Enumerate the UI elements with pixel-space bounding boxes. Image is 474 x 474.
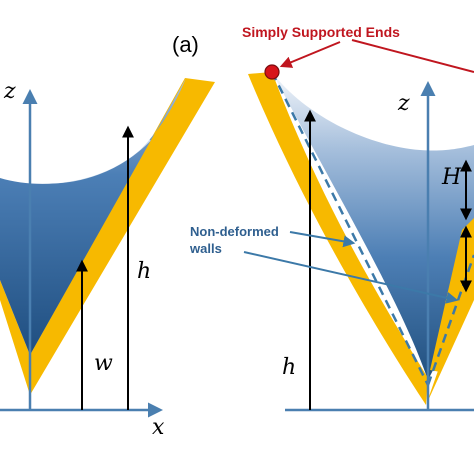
non-deformed-wall-right <box>426 254 474 386</box>
callout-walls: Non-deformed walls <box>189 224 459 304</box>
right-H-label: H <box>441 165 462 190</box>
right-h-label: h <box>282 355 296 380</box>
right-panel: z H h <box>248 71 474 412</box>
panel-label: (a) <box>172 32 199 57</box>
callout-ends-arrow <box>351 39 474 73</box>
right-fluid <box>272 72 474 380</box>
callout-ends: Simply Supported Ends <box>242 24 474 80</box>
non-deformed-wall-left <box>270 71 430 386</box>
left-h-label: h <box>137 259 151 284</box>
left-fluid <box>0 78 186 355</box>
callout-walls-line2: walls <box>189 241 222 256</box>
left-wall <box>0 78 215 395</box>
callout-ends-label: Simply Supported Ends <box>242 24 400 40</box>
callout-walls-arrow-lower <box>243 251 459 304</box>
right-axis-z-label: z <box>397 91 410 116</box>
left-panel: z x w h <box>0 78 215 440</box>
right-wall-left <box>248 72 428 405</box>
callout-walls-arrow-upper <box>289 231 356 248</box>
left-axis-z-label: z <box>3 79 16 104</box>
left-axis-x-label: x <box>152 415 165 440</box>
left-surface-highlight <box>34 139 151 184</box>
support-dot-icon <box>264 64 280 80</box>
callout-walls-line1: Non-deformed <box>190 224 279 239</box>
left-w-label: w <box>94 351 113 376</box>
callout-ends-arrow-to-dot <box>279 41 341 68</box>
